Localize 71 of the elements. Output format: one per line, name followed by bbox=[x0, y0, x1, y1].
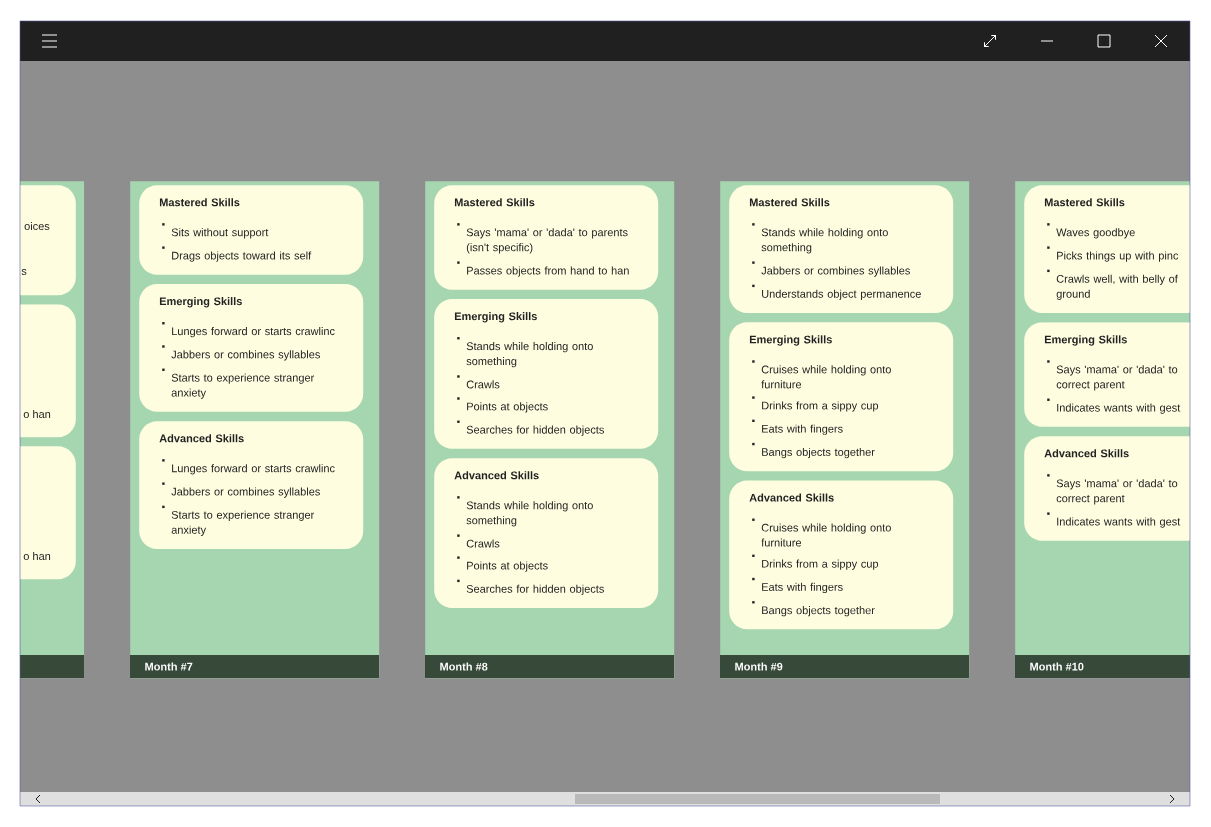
month-label: Month #9 bbox=[735, 662, 783, 671]
bullet-item: Sits without support bbox=[162, 223, 269, 239]
bullet-item: Bangs objects together bbox=[752, 601, 875, 617]
bullet-item: Stands while holding onto something bbox=[752, 223, 888, 254]
skill-card bbox=[20, 185, 76, 296]
skill-card bbox=[20, 304, 76, 438]
card-heading: Emerging Skills bbox=[749, 335, 832, 346]
month-label: Month #8 bbox=[440, 662, 488, 671]
bullet-item: Cruises while holding onto furniture bbox=[752, 518, 891, 547]
bullet-item: Jabbers or combines syllables bbox=[752, 261, 910, 277]
bullet-item: Eats with fingers bbox=[752, 577, 843, 594]
skill-card bbox=[20, 446, 76, 580]
skill-card bbox=[729, 185, 954, 313]
bullet-item: Lunges forward or starts crawlinc bbox=[162, 459, 335, 475]
card-heading: Emerging Skills bbox=[1044, 335, 1127, 346]
bullet-item: o han bbox=[23, 409, 51, 419]
card-heading: Mastered Skills bbox=[159, 198, 240, 207]
bullet-item: Passes objects from hand to han bbox=[457, 261, 629, 277]
bullet-item: Stands while holding onto something bbox=[457, 496, 593, 527]
card-heading: Advanced Skills bbox=[454, 471, 539, 480]
skill-card bbox=[434, 299, 659, 449]
skill-card bbox=[139, 421, 364, 549]
card-heading: Emerging Skills bbox=[159, 297, 242, 308]
skill-card bbox=[729, 322, 954, 472]
bullet-item: Crawls bbox=[457, 534, 500, 548]
bullet-item: Says 'mama' or 'dada' to correct parent bbox=[1047, 360, 1178, 391]
bullet-item: Crawls well, with belly of ground bbox=[1047, 269, 1178, 300]
bullet-item: Indicates wants with gest bbox=[1047, 512, 1181, 528]
card-heading: Mastered Skills bbox=[1044, 198, 1125, 207]
card-heading: Advanced Skills bbox=[159, 434, 244, 443]
bullet-item: Points at objects bbox=[457, 556, 548, 572]
bullet-item: oices bbox=[24, 221, 50, 231]
skill-card bbox=[139, 284, 364, 412]
skill-card bbox=[1024, 322, 1190, 427]
bullet-item: Jabbers or combines syllables bbox=[162, 482, 320, 498]
month-label: Month #7 bbox=[145, 662, 193, 671]
skill-card bbox=[434, 185, 659, 290]
card-heading: Mastered Skills bbox=[454, 198, 535, 207]
bullet-item: Points at objects bbox=[457, 397, 548, 413]
bullet-item: Drags objects toward its self bbox=[162, 246, 312, 262]
bullet-item: s bbox=[21, 269, 27, 275]
bullet-item: Understands object permanence bbox=[752, 284, 921, 300]
bullet-item: Stands while holding onto something bbox=[457, 337, 593, 368]
bullet-item: Drinks from a sippy cup bbox=[752, 396, 879, 412]
bullet-item: Says 'mama' or 'dada' to correct parent bbox=[1047, 474, 1178, 505]
card-heading: Emerging Skills bbox=[454, 312, 537, 323]
skill-card bbox=[1024, 185, 1190, 313]
bullet-item: Starts to experience stranger anxiety bbox=[162, 505, 315, 536]
card-heading: Mastered Skills bbox=[749, 198, 830, 207]
bullet-item: Lunges forward or starts crawlinc bbox=[162, 322, 335, 338]
skill-card bbox=[139, 185, 364, 275]
bullet-item: Eats with fingers bbox=[752, 419, 843, 435]
bullet-item: Jabbers or combines syllables bbox=[162, 345, 320, 361]
bullet-item: Searches for hidden objects bbox=[457, 420, 604, 436]
bullet-item: Searches for hidden objects bbox=[457, 579, 604, 595]
bullet-item: Crawls bbox=[457, 375, 500, 389]
card-heading: Advanced Skills bbox=[1044, 449, 1129, 458]
bullet-item: Starts to experience stranger anxiety bbox=[162, 368, 315, 399]
bullet-item: o han bbox=[23, 551, 51, 561]
month-label: Month #10 bbox=[1030, 662, 1084, 671]
bullet-item: Says 'mama' or 'dada' to parents (isn't specific) bbox=[457, 223, 628, 254]
skill-card bbox=[1024, 436, 1190, 541]
bullet-item: Cruises while holding onto furniture bbox=[752, 360, 891, 389]
bullet-item: Drinks from a sippy cup bbox=[752, 554, 879, 570]
skill-card bbox=[729, 480, 954, 630]
bullet-item: Indicates wants with gest bbox=[1047, 398, 1181, 414]
skill-card bbox=[434, 458, 659, 608]
card-heading: Advanced Skills bbox=[749, 493, 834, 502]
bullet-item: Picks things up with pinc bbox=[1047, 246, 1179, 262]
bullet-item: Waves goodbye bbox=[1047, 223, 1135, 239]
bullet-item: Bangs objects together bbox=[752, 442, 875, 459]
